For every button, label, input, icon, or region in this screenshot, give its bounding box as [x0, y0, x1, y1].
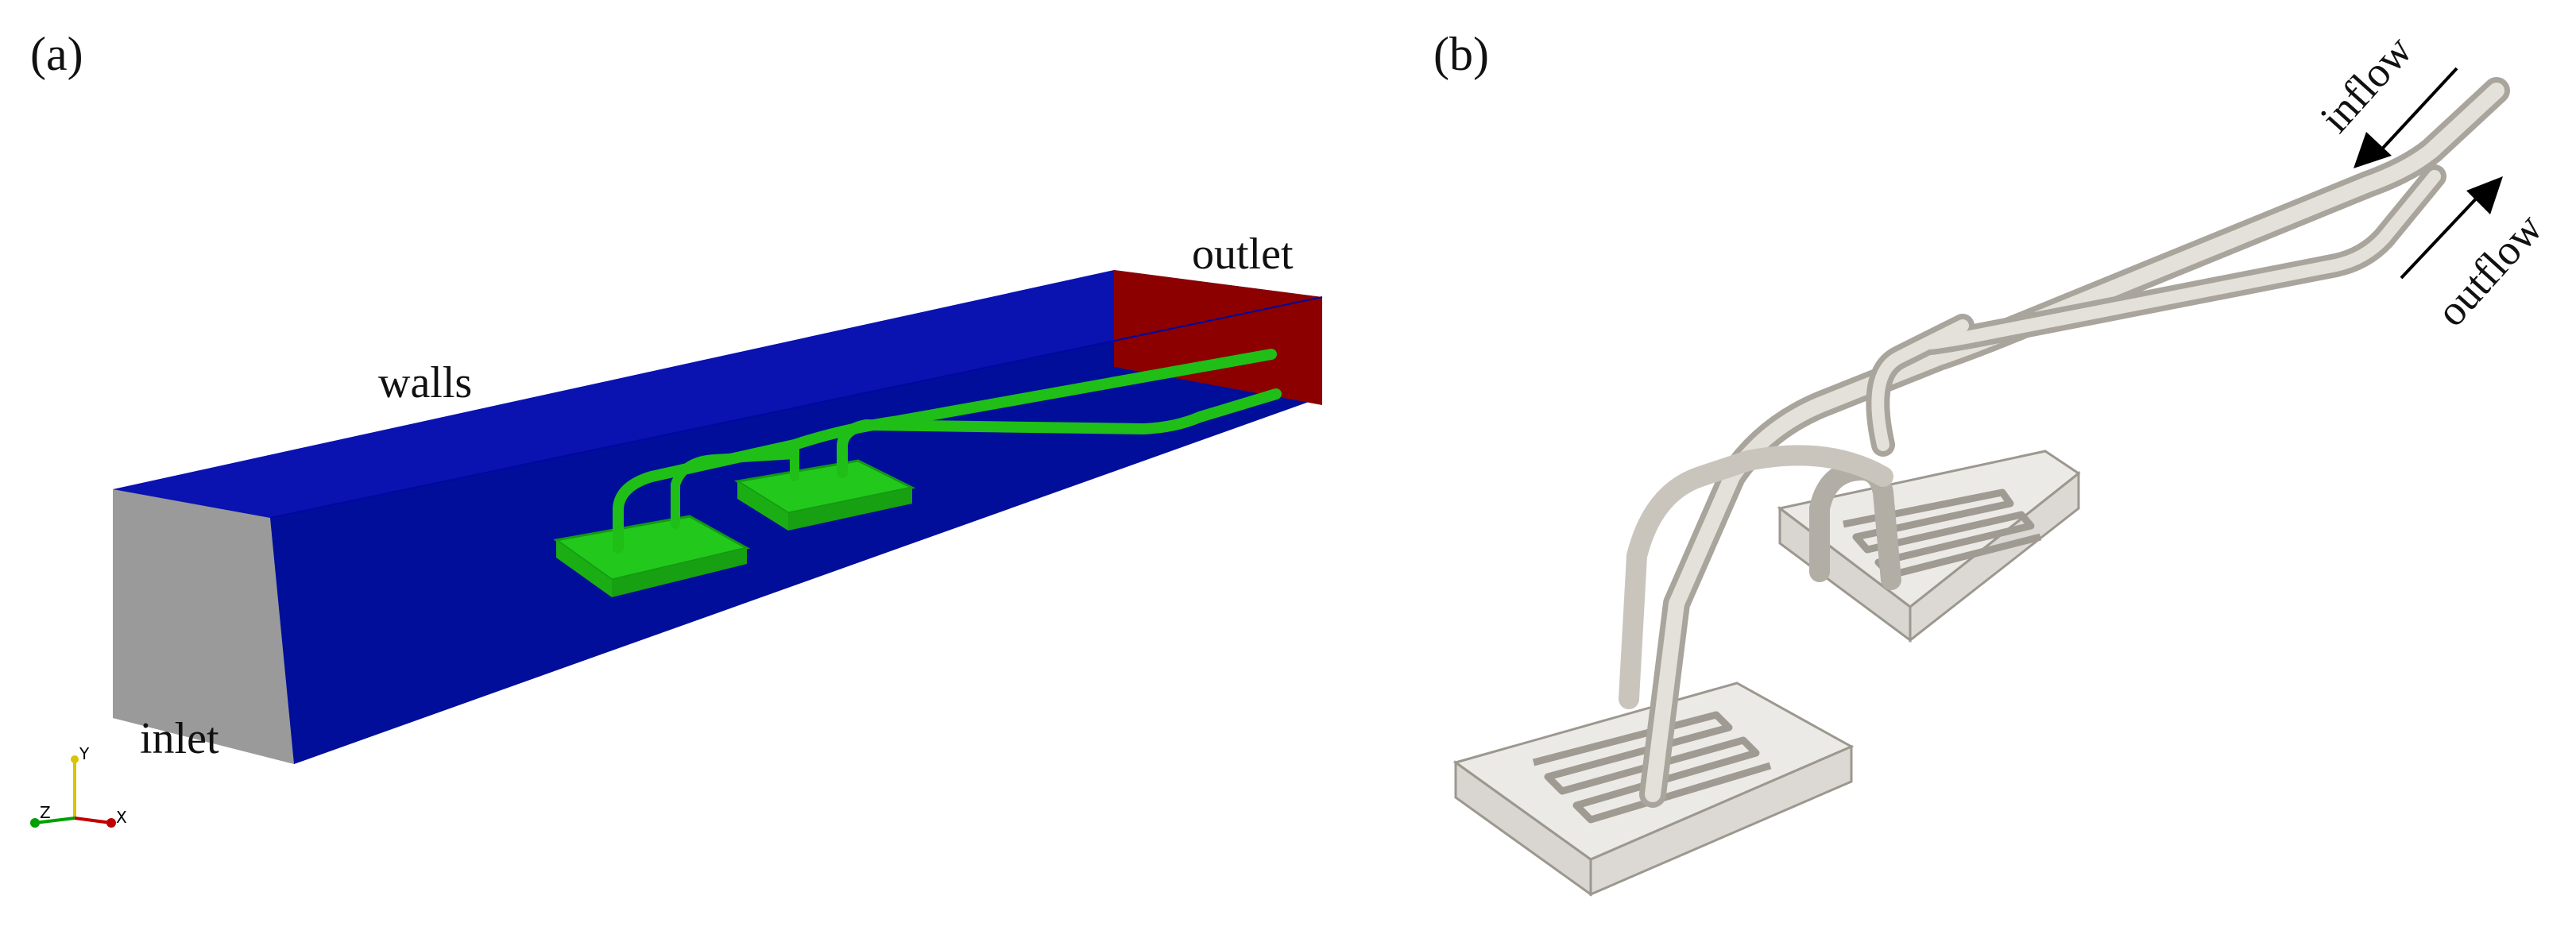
- channel-edge: [269, 296, 1323, 519]
- z-axis-arrow: [34, 817, 75, 824]
- block-front-front: [1454, 760, 1592, 897]
- panel-b: (b): [1433, 26, 2551, 897]
- hx-tube-bridge: [671, 449, 799, 529]
- hx-plate-1-side: [612, 548, 747, 597]
- pipe-crossing: [1619, 445, 1893, 709]
- outflow-arrow: [2400, 192, 2482, 280]
- x-axis-label: X: [116, 808, 127, 827]
- hx-plate-1-front: [556, 540, 612, 597]
- heat-exchanger-model: [553, 349, 1282, 597]
- panel-a-label: (a): [30, 28, 83, 80]
- inlet-label: inlet: [140, 714, 219, 763]
- y-axis-label: Y: [79, 744, 90, 763]
- pipe-outflow: [1866, 164, 2446, 457]
- pipe-inflow-highlight: [1645, 83, 2504, 802]
- pipe-outflow-highlight: [1871, 170, 2441, 451]
- y-axis-tip: [71, 755, 79, 763]
- z-axis-tip: [30, 818, 40, 828]
- flow-arrows: [2354, 67, 2503, 280]
- floor-surface: [270, 297, 1322, 764]
- inflow-arrow: [2374, 67, 2458, 157]
- channel-domain: [113, 270, 1323, 764]
- outflow-label: outflow: [2427, 204, 2551, 335]
- pipes: [1619, 77, 2510, 808]
- walls-label: walls: [378, 358, 472, 407]
- hx-tube-outflow: [837, 388, 1282, 478]
- hx-plate-2-front: [737, 481, 788, 531]
- z-axis-label: Z: [40, 803, 51, 822]
- x-axis-arrow: [74, 817, 112, 824]
- panel-b-label: (b): [1433, 28, 1489, 80]
- outlet-label: outlet: [1192, 230, 1294, 279]
- pipe-inflow: [1639, 77, 2510, 808]
- inlet-face: [113, 489, 294, 764]
- outflow-arrowhead: [2466, 176, 2503, 214]
- panel-a: (a) outle: [30, 28, 1323, 828]
- axes-triad: Y X Z: [30, 744, 127, 828]
- x-axis-tip: [106, 818, 116, 828]
- hx-plate-2-side: [788, 488, 912, 531]
- inflow-arrowhead: [2354, 132, 2392, 168]
